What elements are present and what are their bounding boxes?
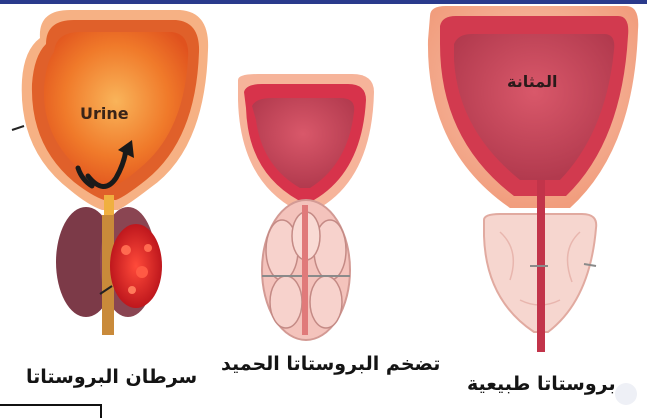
bottom-frame	[0, 404, 102, 418]
bph-lobe-5	[310, 276, 342, 328]
tumor	[110, 224, 162, 308]
cancer-illustration	[12, 10, 208, 335]
caption-normal-prostate: بروستاتا طبيعية	[467, 373, 616, 395]
bph-urethra	[302, 205, 308, 335]
caption-bph: تضخم البروستاتا الحميد	[221, 353, 440, 375]
caption-prostate-cancer: سرطان البروستاتا	[26, 366, 197, 388]
watermark-icon	[615, 383, 637, 405]
normal-illustration	[428, 6, 638, 352]
bph-illustration	[238, 74, 374, 340]
urine-label: Urine	[80, 104, 129, 123]
bph-lobe-4	[270, 276, 302, 328]
bladder-label: المثانة	[507, 72, 557, 91]
